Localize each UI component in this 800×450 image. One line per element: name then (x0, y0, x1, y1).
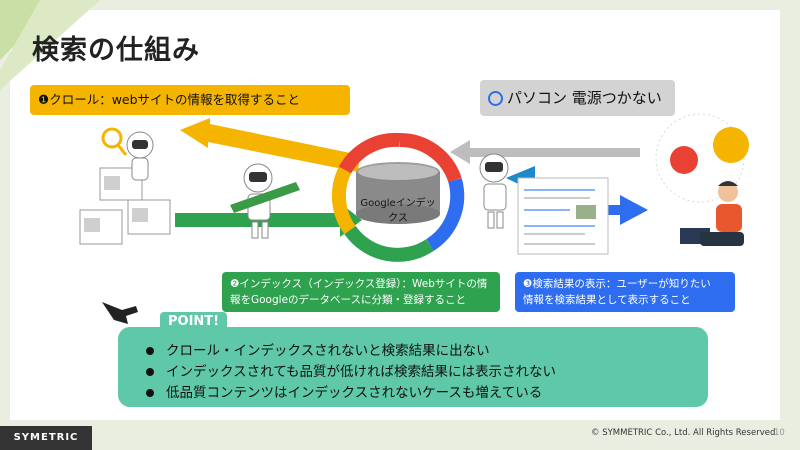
results-description: ❸検索結果の表示：ユーザーが知りたい 情報を検索結果として表示すること (515, 272, 735, 312)
user-with-laptop-icon (655, 113, 749, 246)
bullet-icon (146, 368, 154, 376)
search-query-text: パソコン 電源つかない (507, 89, 662, 107)
google-index-ring (331, 132, 465, 262)
index-label: Googleインデックス (360, 198, 436, 224)
copyright-text: © SYMMETRIC Co., Ltd. All Rights Reserve… (591, 428, 779, 438)
webpages-icon (79, 167, 171, 245)
index-description-line-1: ❷インデックス（インデックス登録）：Webサイトの情 (230, 278, 488, 290)
query-arrow (450, 140, 640, 164)
point-item-text: 低品質コンテンツはインデックスされないケースも増えている (166, 385, 543, 401)
crawler-robot-icon (101, 127, 154, 181)
point-list: クロール・インデックスされないと検索結果に出ない インデックスされても品質が低け… (146, 341, 556, 404)
bullet-icon (146, 389, 154, 397)
index-arrow (175, 203, 362, 237)
pointing-hand-icon (100, 296, 140, 326)
page-number: 10 (774, 428, 785, 438)
point-label: POINT! (160, 312, 228, 331)
bullet-icon (146, 347, 154, 355)
results-arrow (600, 195, 648, 225)
point-item: インデックスされても品質が低ければ検索結果には表示されない (146, 362, 556, 383)
point-item: クロール・インデックスされないと検索結果に出ない (146, 341, 556, 362)
search-icon (488, 91, 503, 106)
page-title: 検索の仕組み (32, 35, 200, 66)
crawl-description: ❶クロール：webサイトの情報を取得すること (30, 85, 350, 115)
results-description-line-1: ❸検索結果の表示：ユーザーが知りたい (523, 278, 711, 290)
crawl-arrow (180, 118, 360, 172)
point-item-text: インデックスされても品質が低ければ検索結果には表示されない (166, 364, 557, 380)
search-results-screenshot (517, 177, 609, 255)
indexer-robot-icon (230, 163, 300, 239)
company-logo: SYMETRIC (0, 426, 92, 450)
results-description-line-2: 情報を検索結果として表示すること (523, 294, 691, 306)
search-query-box: パソコン 電源つかない (480, 80, 675, 116)
point-item-text: クロール・インデックスされないと検索結果に出ない (166, 343, 490, 359)
index-description: ❷インデックス（インデックス登録）：Webサイトの情 報をGoogleのデータベ… (222, 272, 500, 312)
point-panel (118, 327, 708, 407)
corner-stripe (0, 0, 100, 90)
index-description-line-2: 報をGoogleのデータベースに分類・登録すること (230, 294, 467, 306)
point-item: 低品質コンテンツはインデックスされないケースも増えている (146, 383, 556, 404)
